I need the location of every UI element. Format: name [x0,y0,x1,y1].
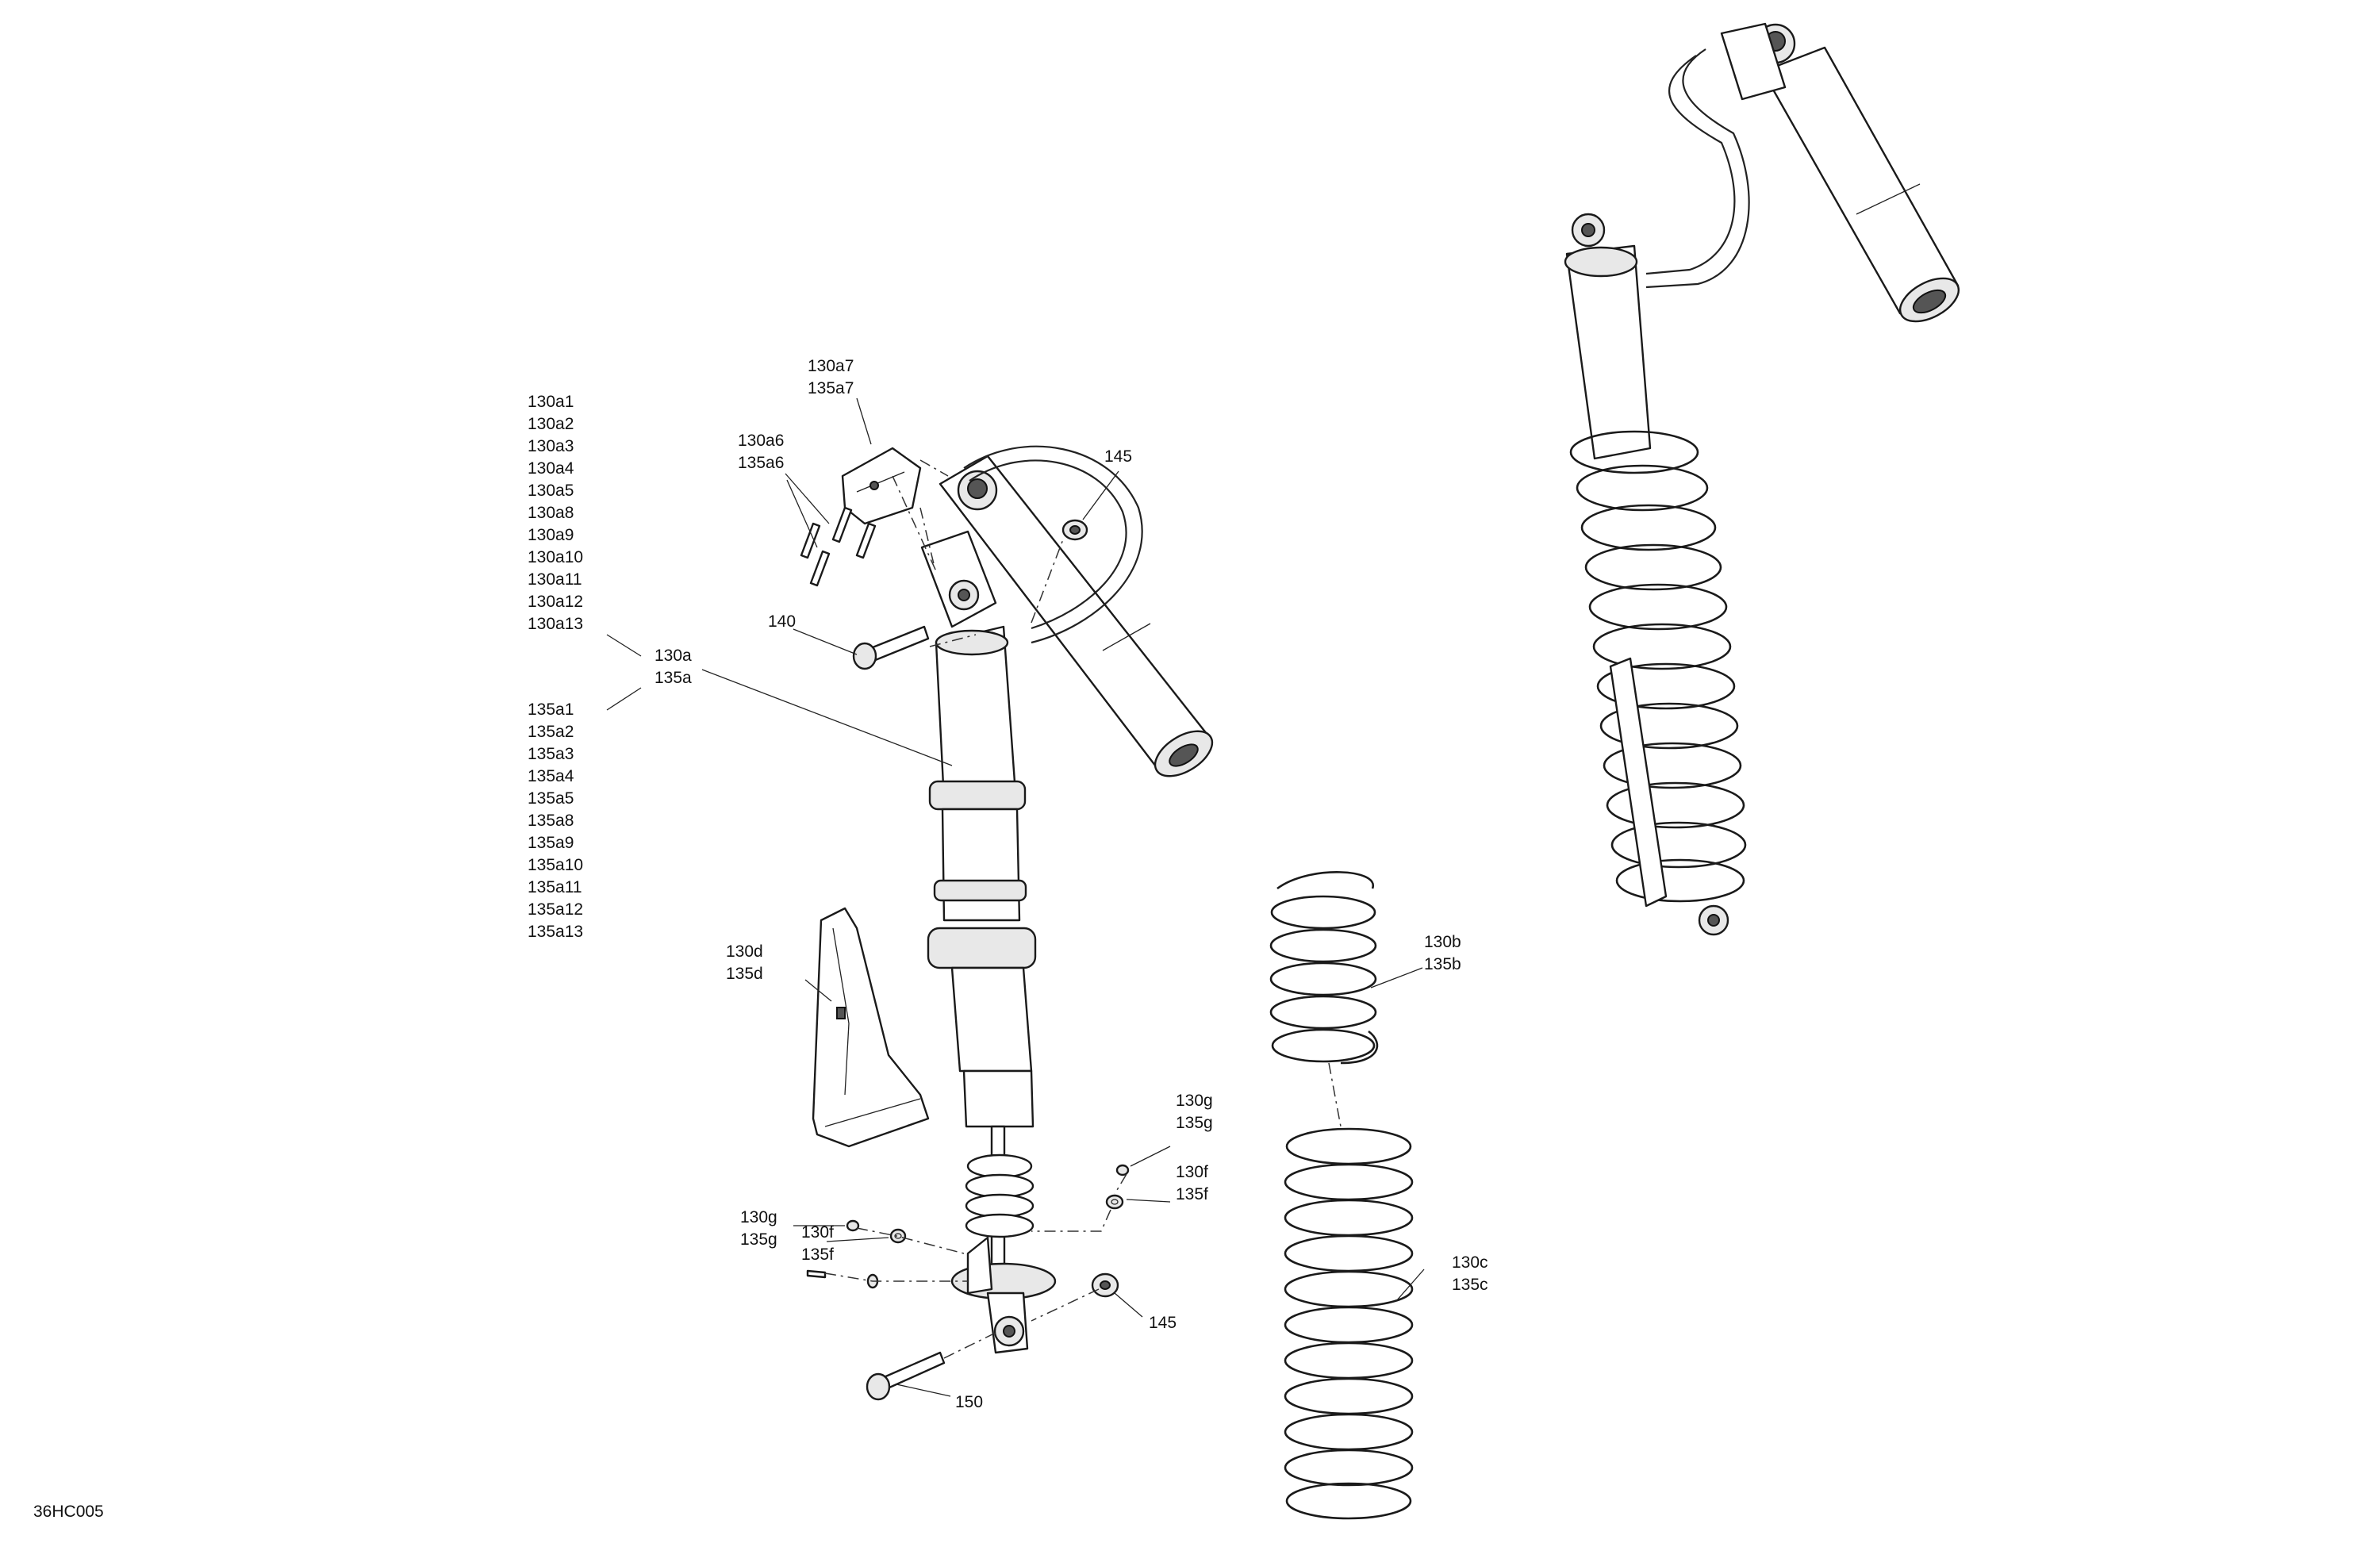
callout-130a5: 130a5 [528,482,574,500]
callout-screw-130g-right: 130g [1176,1092,1213,1110]
callout-130a8: 130a8 [528,504,574,522]
leader-lines [606,397,1425,1397]
callout-spring-130c: 130c [1452,1253,1488,1272]
callout-guard-135d: 135d [726,965,763,983]
callout-screw-135g-right: 135g [1176,1114,1213,1132]
callout-135a13: 135a13 [528,923,583,941]
callout-screws-130a6: 130a6 [738,432,784,450]
callout-130a2: 130a2 [528,415,574,433]
bracket-screws [800,506,877,587]
callout-shock-130a: 130a [654,647,692,665]
callout-135a4: 135a4 [528,767,574,785]
callout-135a10: 135a10 [528,856,583,874]
callout-130a12: 130a12 [528,593,583,611]
assembled-shock-illustration [1564,22,1960,936]
callout-guard-130d: 130d [726,942,763,961]
callout-135a3: 135a3 [528,745,574,763]
callout-130a10: 130a10 [528,548,583,566]
callout-screw-135g-left: 135g [740,1230,777,1249]
spring-130c [1284,1127,1414,1520]
callout-bolt-140: 140 [768,612,796,631]
callout-spring-135b: 135b [1424,955,1461,973]
callout-130a13: 130a13 [528,615,583,633]
callout-nut-145-top: 145 [1104,447,1132,466]
callout-135a1: 135a1 [528,700,574,719]
callout-130a11: 130a11 [528,570,582,589]
callout-135a5: 135a5 [528,789,574,808]
callout-135a9: 135a9 [528,834,574,852]
nut-145-bottom [1091,1272,1119,1298]
washer-130f-right [1105,1194,1124,1210]
spring-130b [1269,871,1379,1065]
callout-130a3: 130a3 [528,437,574,455]
callout-135a8: 135a8 [528,812,574,830]
callout-135a11: 135a11 [528,878,582,896]
callout-bolt-150: 150 [955,1393,983,1411]
callout-nut-145-bottom: 145 [1149,1314,1177,1332]
callout-washer-130f-right: 130f [1176,1163,1208,1181]
callout-130a9: 130a9 [528,526,574,544]
callout-washer-135f-right: 135f [1176,1185,1208,1203]
screw-130g-right [1115,1164,1130,1176]
callout-spring-130b: 130b [1424,933,1461,951]
callout-bracket-135a7: 135a7 [808,379,854,397]
callout-135a2: 135a2 [528,723,574,741]
nut-145-top [1061,519,1088,541]
callout-spring-135c: 135c [1452,1276,1488,1294]
reservoir-bracket [841,447,922,525]
shock-absorber-exploded [920,445,1214,1354]
callout-screw-130g-left: 130g [740,1208,777,1226]
bolt-140 [852,625,930,670]
washer-130f-left [806,1228,907,1289]
callout-screws-135a6: 135a6 [738,454,784,472]
callout-bracket-130a7: 130a7 [808,357,854,375]
assembly-center-lines [824,459,1342,1359]
screw-130g-left [846,1219,860,1232]
callout-washer-130f-left: 130f [801,1223,834,1242]
callout-washer-135f-left: 135f [801,1246,834,1264]
diagram-id: 36HC005 [33,1503,104,1521]
callout-130a4: 130a4 [528,459,574,478]
callout-shock-135a: 135a [654,669,692,687]
callout-130a1: 130a1 [528,393,574,411]
bolt-150 [866,1351,946,1401]
callout-135a12: 135a12 [528,900,583,919]
callout-list-130a: 130a1 130a2 130a3 130a4 130a5 130a8 130a… [528,393,583,633]
callout-list-135a: 135a1 135a2 135a3 135a4 135a5 135a8 135a… [528,700,583,941]
shock-guard [812,907,930,1148]
